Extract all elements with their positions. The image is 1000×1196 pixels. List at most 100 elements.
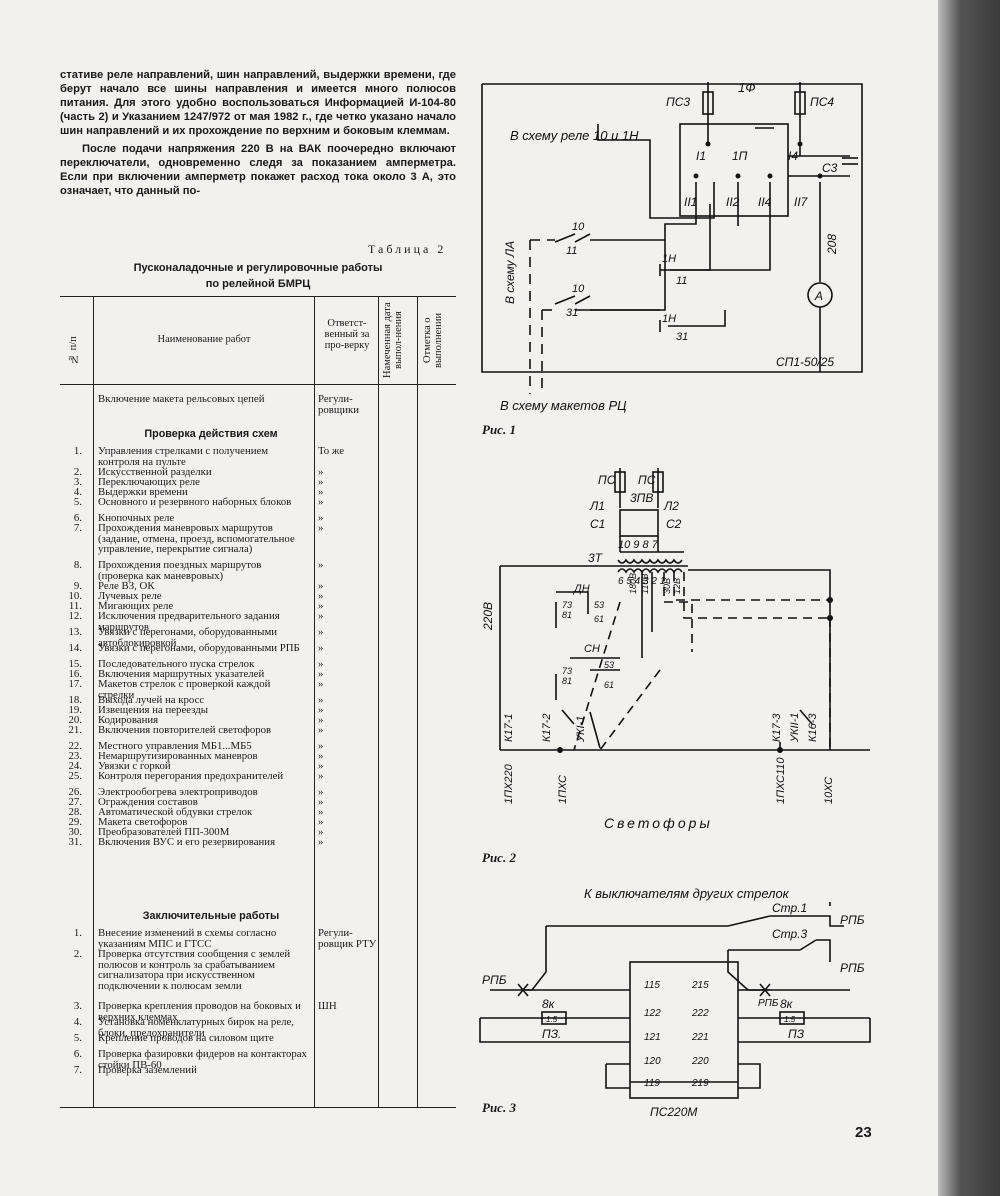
- header-date: Намеченная дата выпол-нения: [382, 302, 404, 378]
- f2-k17-1: К17-1: [503, 714, 515, 743]
- row-text: Крепление проводов на силовом щите: [98, 1032, 274, 1044]
- f3-pz2: ПЗ: [788, 1027, 805, 1041]
- row-text: Мигающих реле: [98, 600, 174, 612]
- row-number: 15.: [68, 658, 83, 670]
- row-text: Внесение изменений в схемы согласно указ…: [98, 927, 277, 950]
- row-number: 7.: [73, 1064, 82, 1076]
- row-responsible: »: [318, 610, 324, 622]
- f2-c81: 81: [562, 610, 572, 620]
- row-number: 19.: [68, 704, 83, 716]
- row-number: 22.: [68, 740, 83, 752]
- row-responsible: »: [318, 466, 324, 478]
- f3-right-terminal: 215: [691, 980, 709, 991]
- table-label: Таблица 2: [368, 242, 447, 256]
- intro-text: стативе реле направлений, шин направлени…: [60, 68, 456, 202]
- figure-3-svg: К выключателям других стрелок Стр.1 Стр.…: [479, 886, 871, 1119]
- f1-i4: I4: [788, 149, 798, 163]
- f2-c2: С2: [666, 517, 682, 531]
- f2-180v: 180В: [628, 573, 638, 594]
- f1-r1h-b: 1Н: [662, 313, 676, 325]
- row-responsible: »: [318, 714, 324, 726]
- row-text: Проверка крепления проводов на боковых и…: [98, 1000, 301, 1023]
- f3-title: К выключателям других стрелок: [584, 886, 790, 901]
- f1-ii4: II4: [758, 195, 772, 209]
- row-responsible: »: [318, 668, 324, 680]
- row-text: Проверка фазировки фидеров на контактора…: [98, 1048, 307, 1071]
- header-num: № п/п: [68, 336, 79, 364]
- f2-c53b: 53: [604, 660, 614, 670]
- f2-c81b: 81: [562, 676, 572, 686]
- row-text: Кнопочных реле: [98, 512, 175, 524]
- row-number: 13.: [68, 626, 83, 638]
- row-number: 30.: [68, 826, 83, 838]
- row-responsible: »: [318, 770, 324, 782]
- f3-right-terminal: 219: [691, 1078, 709, 1089]
- figure-2-caption: Рис. 2: [482, 850, 516, 865]
- row-text: Выхода лучей на кросс: [98, 694, 205, 706]
- row-text: Прохождения поездных маршрутов (проверка…: [98, 559, 262, 582]
- row-text: Реле ВЗ, ОК: [98, 580, 155, 592]
- row-text: Преобразователей ПП-300М: [98, 826, 230, 838]
- f2-zpv: 3ПВ: [630, 491, 653, 505]
- f3-block: ПС220М: [650, 1105, 697, 1119]
- row-text: Управления стрелками с получением контро…: [98, 445, 269, 468]
- f1-ps4: ПС4: [810, 95, 834, 109]
- f2-30v: 30В: [662, 578, 672, 594]
- f1-ammeter: А: [814, 289, 823, 303]
- row-text: Проверка заземлений: [98, 1064, 197, 1076]
- row-number: 21.: [68, 724, 83, 736]
- f1-ii2: II2: [726, 195, 740, 209]
- row-responsible: »: [318, 590, 324, 602]
- row-number: 6.: [73, 512, 82, 524]
- row-responsible: »: [318, 580, 324, 592]
- row-responsible: »: [318, 559, 324, 571]
- row-number: 4.: [73, 486, 82, 498]
- table-col-rule-3: [378, 296, 379, 1108]
- row-responsible: »: [318, 642, 324, 654]
- row-text: Макетов стрелок с проверкой каждой стрел…: [98, 678, 271, 701]
- header-mark: Отметка о выполнении: [422, 312, 444, 368]
- row-text: Включения повторителей светофоров: [98, 724, 272, 736]
- f3-right-terminal: 221: [691, 1032, 709, 1043]
- f3-left-terminal: 119: [644, 1078, 660, 1089]
- row-text: Немаршрутизированных маневров: [98, 750, 258, 762]
- row-number: 8.: [73, 559, 82, 571]
- row-responsible: »: [318, 760, 324, 772]
- f2-c1: С1: [590, 517, 605, 531]
- row-text: Искусственной разделки: [98, 466, 212, 478]
- row-responsible: »: [318, 816, 324, 828]
- row-number: 10.: [68, 590, 83, 602]
- row-number: 6.: [73, 1048, 82, 1060]
- row-text: Увязки с перегонами, оборудованными авто…: [98, 626, 278, 649]
- row-text: Проверка отсутствия сообщения с землей п…: [98, 948, 291, 992]
- f1-to-la: В схему ЛА: [503, 241, 517, 304]
- row-number: 4.: [73, 1016, 82, 1028]
- header-name: Наименование работ: [157, 334, 251, 345]
- f3-right-terminal: 222: [691, 1008, 709, 1019]
- row-responsible: »: [318, 826, 324, 838]
- row-number: 2.: [73, 948, 82, 960]
- figure-3-caption: Рис. 3: [482, 1100, 516, 1115]
- row-text: Увязки с перегонами, оборудованными РПБ: [98, 642, 300, 654]
- section-checks-title: Проверка действия схем: [144, 428, 278, 440]
- f1-208: 208: [825, 234, 839, 255]
- row-number: 7.: [73, 522, 82, 534]
- table-col-rule-2: [314, 296, 315, 1108]
- row-text: Ограждения составов: [98, 796, 198, 808]
- section-final-title: Заключительные работы: [142, 910, 280, 922]
- row-responsible: »: [318, 806, 324, 818]
- f1-to-relay: В схему реле 10 и 1Н: [510, 128, 639, 143]
- row-number: 14.: [68, 642, 83, 654]
- f1-r10b: 10: [572, 283, 585, 295]
- scan-edge-shadow: [938, 0, 1000, 1196]
- row-responsible: То же: [318, 445, 344, 457]
- row-responsible: »: [318, 786, 324, 798]
- f2-c61: 61: [594, 614, 604, 624]
- row-responsible: »: [318, 512, 324, 524]
- figure-3-diagram: К выключателям других стрелок Стр.1 Стр.…: [470, 876, 880, 1126]
- f2-p220: 1ПХ220: [503, 763, 515, 804]
- row-responsible: »: [318, 836, 324, 848]
- f2-220v: 220В: [481, 602, 495, 631]
- row-number: 20.: [68, 714, 83, 726]
- row-text: Переключающих реле: [98, 476, 200, 488]
